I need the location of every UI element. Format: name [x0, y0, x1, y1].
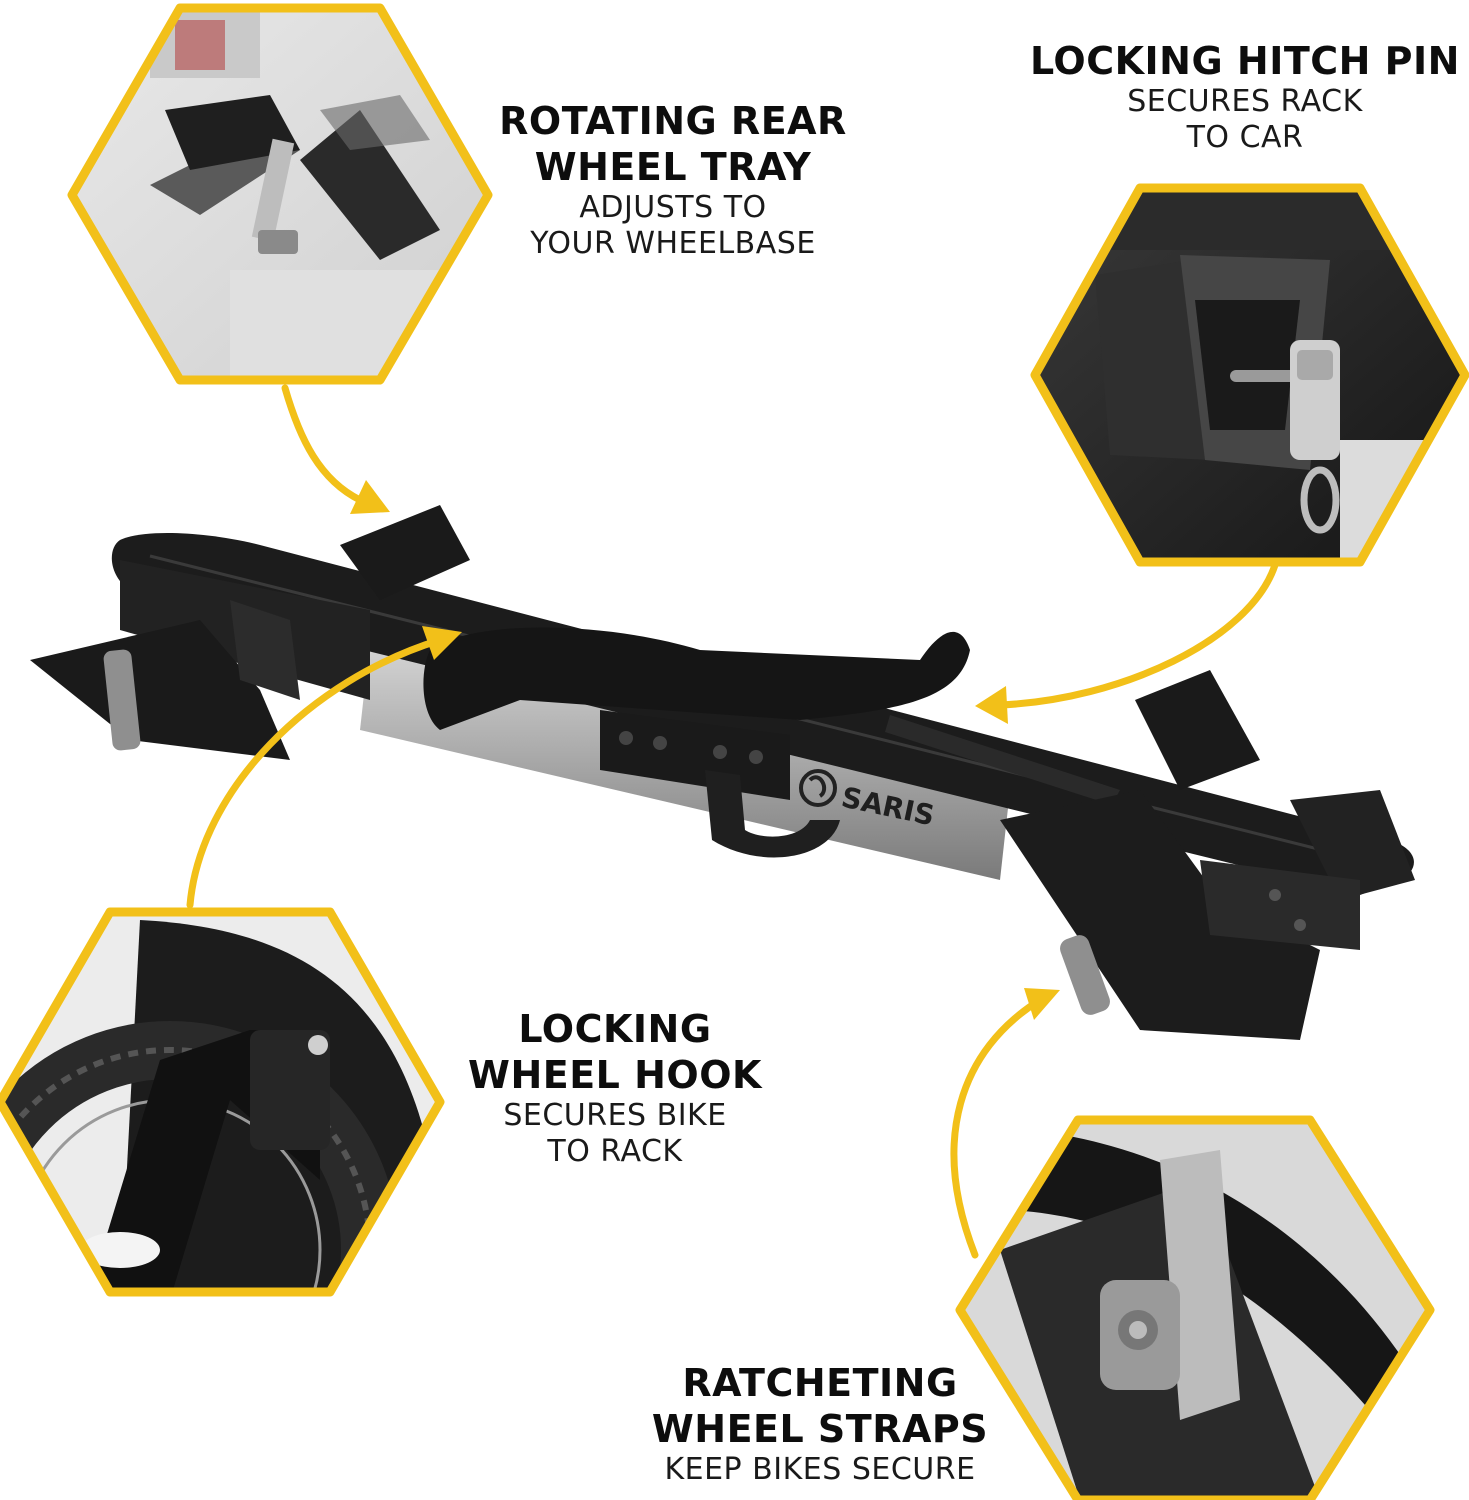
feature-title: RATCHETING WHEEL STRAPS — [610, 1360, 1030, 1452]
wheel-hook-photo — [0, 907, 445, 1297]
feature-desc-line: SECURES RACK — [1127, 84, 1363, 119]
feature-desc-line: KEEP BIKES SECURE — [664, 1452, 976, 1487]
arrowhead-hitch-pin — [975, 686, 1008, 724]
hitch-pin-photo — [1030, 183, 1469, 567]
feature-hitch-pin: LOCKING HITCH PIN SECURES RACK TO CAR — [1020, 38, 1469, 156]
feature-desc-line: YOUR WHEELBASE — [530, 226, 816, 261]
feature-description: ADJUSTS TO YOUR WHEELBASE — [468, 190, 878, 262]
arrow-to-wheel-straps — [950, 996, 1044, 1259]
feature-description: SECURES BIKE TO RACK — [420, 1098, 810, 1170]
arrowhead-wheel-hook — [422, 626, 462, 660]
feature-title-line: WHEEL STRAPS — [651, 1407, 989, 1451]
feature-description: SECURES RACK TO CAR — [1020, 84, 1469, 156]
feature-desc-line: TO RACK — [547, 1134, 683, 1169]
feature-title-line: LOCKING HITCH PIN — [1030, 39, 1460, 83]
feature-title-line: RATCHETING — [682, 1361, 958, 1405]
rear-wheel-tray-photo — [67, 3, 493, 385]
feature-description: KEEP BIKES SECURE — [610, 1452, 1030, 1488]
feature-wheel-straps: RATCHETING WHEEL STRAPS KEEP BIKES SECUR… — [610, 1360, 1030, 1488]
feature-title-line: ROTATING REAR — [499, 99, 847, 143]
feature-desc-line: SECURES BIKE — [503, 1098, 727, 1133]
feature-desc-line: ADJUSTS TO — [579, 190, 767, 225]
arrowhead-rear-tray — [350, 480, 390, 514]
feature-desc-line: TO CAR — [1186, 120, 1304, 155]
arrow-to-hitch-pin — [996, 561, 1279, 709]
feature-title: LOCKING HITCH PIN — [1020, 38, 1469, 84]
arrow-to-rear-tray — [281, 384, 364, 504]
feature-rear-wheel-tray: ROTATING REAR WHEEL TRAY ADJUSTS TO YOUR… — [468, 98, 878, 262]
feature-title: LOCKING WHEEL HOOK — [420, 1006, 810, 1098]
feature-title-line: WHEEL TRAY — [534, 145, 812, 189]
bike-rack: SARIS — [30, 505, 1415, 1040]
feature-title: ROTATING REAR WHEEL TRAY — [468, 98, 878, 190]
arrowhead-wheel-straps — [1024, 988, 1060, 1020]
callout-arrowheads — [350, 480, 1060, 1020]
feature-title-line: WHEEL HOOK — [468, 1053, 762, 1097]
wheel-straps-photo — [955, 1115, 1435, 1500]
arrow-to-wheel-hook — [186, 636, 444, 909]
callout-arrows — [186, 384, 1279, 1259]
feature-title-line: LOCKING — [518, 1007, 712, 1051]
feature-wheel-hook: LOCKING WHEEL HOOK SECURES BIKE TO RACK — [420, 1006, 810, 1170]
